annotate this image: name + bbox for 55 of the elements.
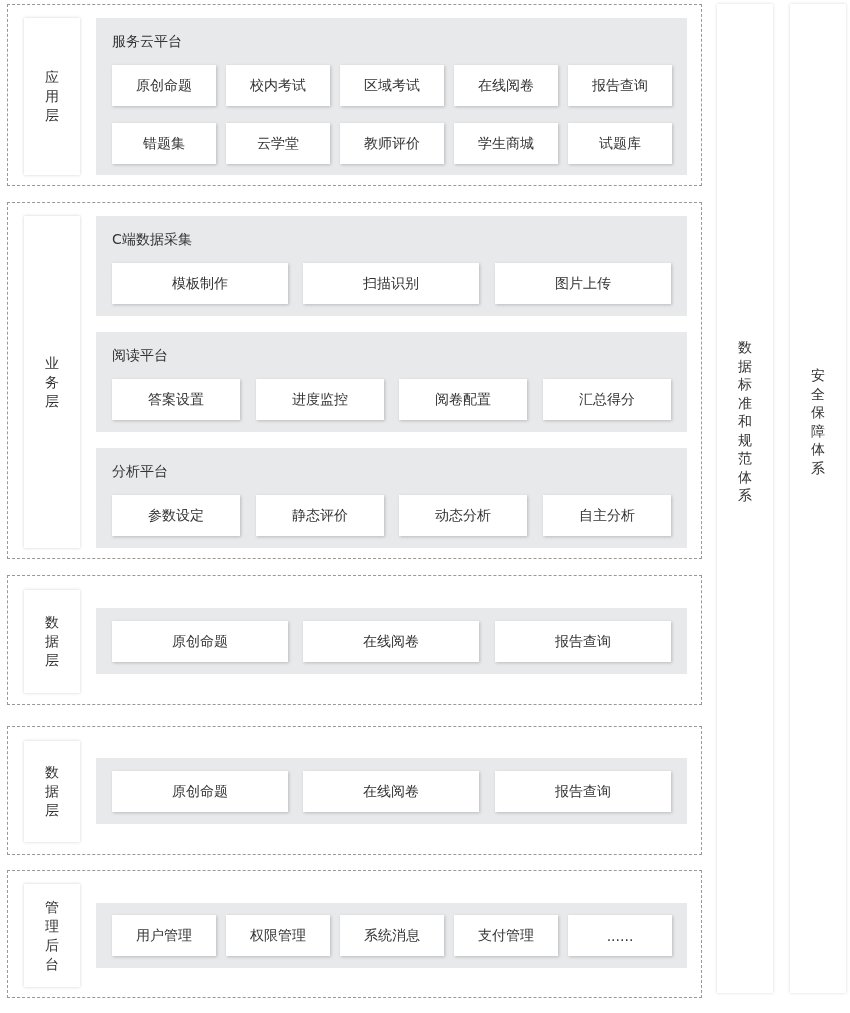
panel-heading: 分析平台 (112, 462, 168, 480)
panel-heading: 服务云平台 (112, 32, 182, 50)
function-box: 系统消息 (340, 915, 444, 956)
function-box: 阅卷配置 (399, 379, 527, 420)
function-box: 在线阅卷 (303, 621, 479, 662)
module-panel (96, 448, 687, 548)
function-box: 图片上传 (495, 263, 671, 304)
function-box: 区域考试 (340, 65, 444, 106)
function-box: 在线阅卷 (454, 65, 558, 106)
layer-label: 应用层 (24, 18, 80, 175)
function-box: 进度监控 (256, 379, 384, 420)
side-column: 安全保障体系 (790, 4, 846, 993)
function-box: 答案设置 (112, 379, 240, 420)
function-box: 支付管理 (454, 915, 558, 956)
function-box: 报告查询 (495, 771, 671, 812)
layer-label: 管理后台 (24, 884, 80, 987)
function-box: 汇总得分 (543, 379, 671, 420)
function-box: 自主分析 (543, 495, 671, 536)
module-panel (96, 903, 687, 968)
layer-frame (7, 4, 702, 186)
layer-frame (7, 202, 702, 559)
layer-frame (7, 726, 702, 855)
function-box: 静态评价 (256, 495, 384, 536)
function-box: 参数设定 (112, 495, 240, 536)
layer-label: 业务层 (24, 216, 80, 548)
function-box: 错题集 (112, 123, 216, 164)
panel-heading: C端数据采集 (112, 230, 192, 248)
function-box: 原创命题 (112, 771, 288, 812)
function-box: 动态分析 (399, 495, 527, 536)
function-box: ...... (568, 915, 672, 956)
function-box: 云学堂 (226, 123, 330, 164)
layer-label: 数据层 (24, 741, 80, 842)
function-box: 学生商城 (454, 123, 558, 164)
side-column: 数据标准和规范体系 (717, 4, 773, 993)
function-box: 权限管理 (226, 915, 330, 956)
function-box: 校内考试 (226, 65, 330, 106)
module-panel (96, 18, 687, 175)
function-box: 扫描识别 (303, 263, 479, 304)
panel-heading: 阅读平台 (112, 346, 168, 364)
module-panel (96, 608, 687, 674)
function-box: 报告查询 (495, 621, 671, 662)
function-box: 原创命题 (112, 621, 288, 662)
function-box: 试题库 (568, 123, 672, 164)
module-panel (96, 216, 687, 316)
function-box: 教师评价 (340, 123, 444, 164)
module-panel (96, 758, 687, 824)
layer-frame (7, 870, 702, 998)
layer-frame (7, 575, 702, 705)
module-panel (96, 332, 687, 432)
function-box: 报告查询 (568, 65, 672, 106)
layer-label: 数据层 (24, 590, 80, 693)
function-box: 原创命题 (112, 65, 216, 106)
function-box: 在线阅卷 (303, 771, 479, 812)
function-box: 用户管理 (112, 915, 216, 956)
function-box: 模板制作 (112, 263, 288, 304)
